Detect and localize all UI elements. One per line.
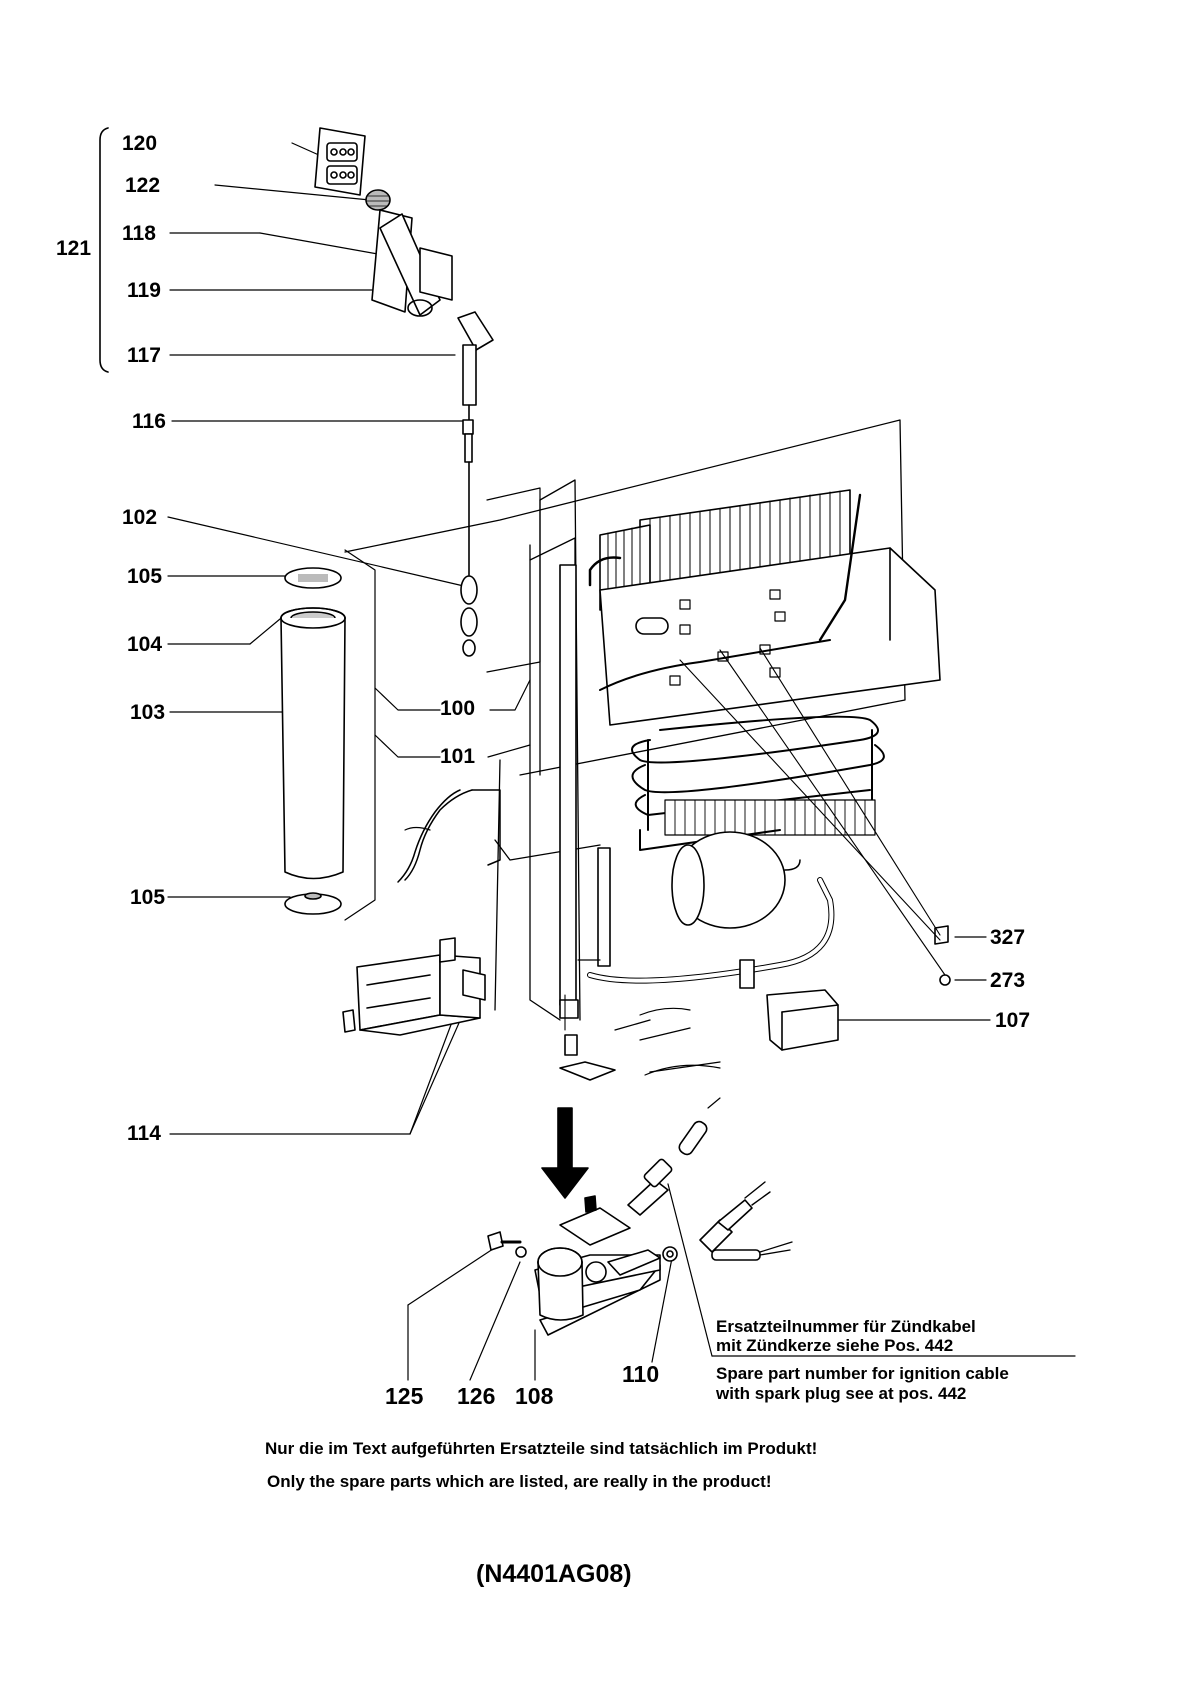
note-en-line-2: with spark plug see at pos. 442: [716, 1384, 967, 1403]
drawing-code: (N4401AG08): [476, 1560, 632, 1588]
burner-wiring: [397, 789, 501, 883]
evaporator-plate: [599, 493, 941, 726]
condenser-coils: [631, 715, 885, 851]
label-110: 110: [622, 1361, 660, 1387]
note-en-line-1: Spare part number for ignition cable: [716, 1364, 1009, 1383]
spark-plug-cable: [627, 1097, 793, 1261]
boiler-tube: [559, 556, 835, 1019]
label-103: 103: [130, 701, 166, 724]
label-121: 121: [56, 237, 92, 260]
flue-baffle-116-102: [460, 419, 541, 673]
label-125: 125: [385, 1383, 424, 1409]
label-107: 107: [995, 1009, 1031, 1032]
label-105-bottom: 105: [130, 886, 166, 909]
note-de-line-1: Ersatzteilnummer für Zündkabel: [716, 1317, 976, 1336]
bracket-107: [766, 989, 839, 1051]
label-122: 122: [125, 174, 161, 197]
label-126: 126: [457, 1383, 496, 1409]
label-104: 104: [127, 633, 163, 656]
flue-pipe-117: [457, 311, 494, 421]
insulation-cylinder-103: [280, 549, 376, 921]
label-105-top: 105: [127, 565, 163, 588]
label-117: 117: [127, 344, 161, 367]
label-273: 273: [990, 969, 1026, 992]
mesh-122: [365, 189, 391, 211]
label-120: 120: [122, 132, 158, 155]
cooling-unit-frames: [344, 419, 906, 1021]
label-327: 327: [990, 926, 1026, 949]
label-116: 116: [132, 410, 166, 433]
label-100: 100: [440, 697, 476, 720]
small-parts-327-273: [679, 647, 951, 986]
burner-small: [559, 994, 721, 1081]
vent-cover-120: [314, 127, 366, 196]
leader-lines: [167, 142, 1076, 1381]
screw-125-washer-126-nut-110: [487, 1231, 678, 1262]
label-114: 114: [127, 1122, 161, 1145]
group-121-bracket: [99, 127, 109, 373]
label-101: 101: [440, 745, 476, 768]
absorber-vessel: [671, 831, 801, 929]
burner-housing-114: [342, 937, 486, 1036]
burner-assembly-large: [534, 1195, 661, 1336]
flue-tube-118-119: [371, 209, 453, 317]
label-118: 118: [122, 222, 156, 245]
label-102: 102: [122, 506, 158, 529]
note-de-line-2: mit Zündkerze siehe Pos. 442: [716, 1336, 954, 1355]
footer-note-de: Nur die im Text aufgeführten Ersatzteile…: [265, 1439, 818, 1458]
label-108: 108: [515, 1383, 554, 1409]
footer-note-en: Only the spare parts which are listed, a…: [267, 1472, 772, 1491]
label-119: 119: [127, 279, 161, 302]
direction-arrow: [541, 1107, 589, 1199]
